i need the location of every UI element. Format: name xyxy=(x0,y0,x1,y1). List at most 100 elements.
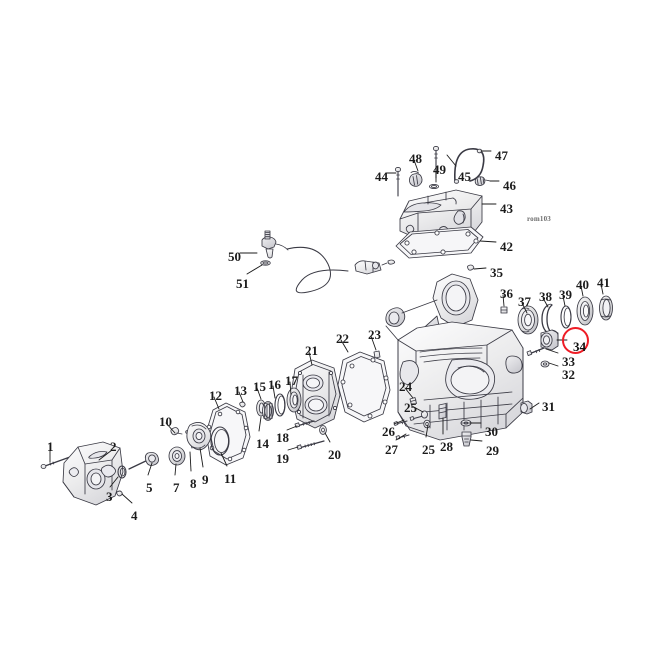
leader-line-21 xyxy=(308,351,313,366)
callout-19: 19 xyxy=(276,451,289,466)
callout-leader-lines xyxy=(49,150,604,504)
callout-25: 25 xyxy=(422,442,435,457)
case-hardware-group xyxy=(393,397,472,447)
callout-45: 45 xyxy=(458,169,471,184)
callout-50: 50 xyxy=(228,249,241,264)
callout-37: 37 xyxy=(518,294,531,309)
speedometer-connector xyxy=(354,259,396,275)
bearing-stack-group xyxy=(467,264,613,415)
leader-line-15 xyxy=(256,387,262,400)
part-1-screw xyxy=(40,456,71,469)
part-16-snap-ring xyxy=(274,393,286,417)
callout-17: 17 xyxy=(285,373,298,388)
leader-line-25 xyxy=(425,424,429,438)
callout-11: 11 xyxy=(224,471,237,486)
leader-line-31 xyxy=(529,402,540,410)
leader-line-37 xyxy=(521,302,528,314)
callout-30: 30 xyxy=(485,424,498,439)
callout-34: 34 xyxy=(573,339,586,354)
leader-line-3 xyxy=(109,476,119,488)
callout-3: 3 xyxy=(106,489,113,504)
left-cover-group xyxy=(40,422,212,506)
callout-16: 16 xyxy=(268,377,281,392)
part-5-shaft-plug xyxy=(128,452,159,470)
part-3-o-ring xyxy=(117,465,127,479)
part-51-o-ring xyxy=(260,260,271,266)
callout-29: 29 xyxy=(486,443,499,458)
part-29-drain-plug xyxy=(461,431,472,447)
leader-line-20 xyxy=(324,432,331,443)
callout-28: 28 xyxy=(440,439,453,454)
trap-door-group xyxy=(290,350,391,429)
part-44-long-screw xyxy=(394,166,402,197)
callout-18: 18 xyxy=(276,430,289,445)
callout-8: 8 xyxy=(190,476,197,491)
callout-33: 33 xyxy=(562,354,575,369)
leader-line-24 xyxy=(404,387,414,399)
part-40-oil-seal xyxy=(576,296,594,326)
leader-line-33 xyxy=(545,348,559,354)
callout-10: 10 xyxy=(159,414,172,429)
callout-47: 47 xyxy=(495,148,508,163)
part-47-breather-hose xyxy=(453,148,485,184)
part-17-seal xyxy=(286,387,302,413)
part-7-washer xyxy=(168,446,186,466)
top-cover-group xyxy=(394,145,490,259)
callout-14: 14 xyxy=(256,436,269,451)
callout-35: 35 xyxy=(490,265,503,280)
highlight-ring-34 xyxy=(562,327,589,354)
callout-4: 4 xyxy=(131,508,138,523)
leader-line-23 xyxy=(370,335,377,351)
leader-line-40 xyxy=(580,285,584,297)
callout-40: 40 xyxy=(576,277,589,292)
part-43-top-cover xyxy=(399,189,483,240)
leader-line-7 xyxy=(174,463,177,476)
callout-12: 12 xyxy=(209,388,222,403)
part-22-trap-door-gasket xyxy=(337,351,391,423)
leader-line-2 xyxy=(98,449,113,461)
part-32-washer xyxy=(540,360,550,368)
part-48-vent-fitting xyxy=(409,171,423,187)
part-33-bolt xyxy=(526,347,545,357)
callout-9: 9 xyxy=(202,472,209,487)
leader-line-17 xyxy=(289,381,292,396)
callout-51: 51 xyxy=(236,276,249,291)
leader-line-35 xyxy=(473,267,487,270)
leader-line-26 xyxy=(393,419,405,425)
part-41-bearing-race xyxy=(599,295,613,321)
callout-27: 27 xyxy=(385,442,398,457)
callout-21: 21 xyxy=(305,343,318,358)
part-35-dowel xyxy=(467,264,475,271)
leader-line-27 xyxy=(395,433,407,441)
leader-line-42 xyxy=(479,240,497,243)
part-23-dowel xyxy=(373,350,381,359)
part-28-stud xyxy=(438,403,447,420)
leader-line-9 xyxy=(199,447,204,468)
part-25-washer-b xyxy=(423,419,431,429)
leader-line-11 xyxy=(220,452,228,467)
callout-24: 24 xyxy=(399,379,412,394)
leader-line-10 xyxy=(165,422,176,434)
callout-7: 7 xyxy=(173,480,180,495)
callout-20: 20 xyxy=(328,447,341,462)
part-36-dowel xyxy=(500,306,508,314)
callout-42: 42 xyxy=(500,239,513,254)
leader-line-12 xyxy=(213,396,220,410)
part-49-o-ring xyxy=(428,183,440,190)
callout-39: 39 xyxy=(559,287,572,302)
leader-line-16 xyxy=(272,385,276,399)
callout-46: 46 xyxy=(503,178,516,193)
part-39-spacer-ring xyxy=(560,305,572,329)
part-42-top-cover-gasket xyxy=(395,226,484,259)
part-38-retaining-ring xyxy=(541,303,553,335)
callout-49: 49 xyxy=(433,162,446,177)
callout-13: 13 xyxy=(234,383,247,398)
callout-1: 1 xyxy=(47,439,54,454)
part-20-spacer xyxy=(319,425,327,435)
part-14-bearing-assembly xyxy=(262,401,274,421)
leader-line-14 xyxy=(258,416,262,432)
callout-43: 43 xyxy=(500,201,513,216)
mid-shaft-group xyxy=(205,387,327,466)
